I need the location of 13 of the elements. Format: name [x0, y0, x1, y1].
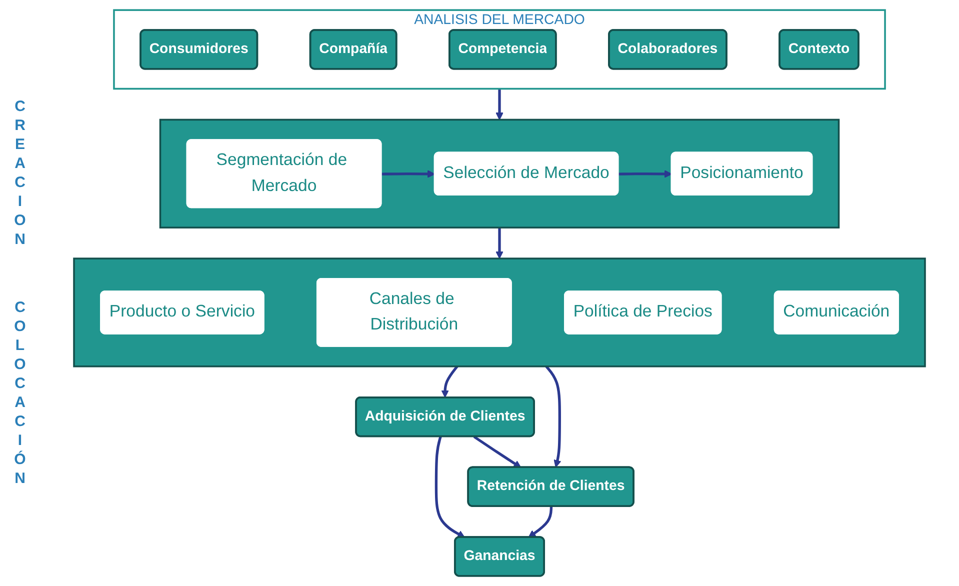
cluster: [73, 258, 926, 368]
arrow: [618, 170, 672, 178]
vertical-label: CREACION: [12, 98, 28, 250]
vertical-label: COLOCACIÓN: [12, 298, 28, 488]
arrow: [496, 88, 504, 120]
arrow: [434, 436, 466, 538]
arrow: [496, 228, 504, 259]
arrow: [382, 170, 436, 178]
arrow: [528, 506, 553, 538]
cluster: [159, 118, 840, 228]
arrow: [441, 366, 458, 398]
arrow: [473, 436, 522, 468]
arrow: [545, 366, 562, 468]
